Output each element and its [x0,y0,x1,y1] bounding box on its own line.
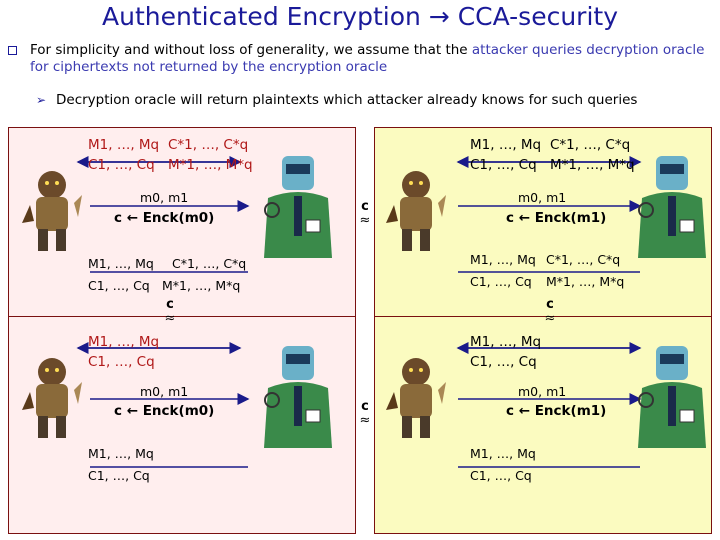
attacker-icon [386,171,446,251]
tr-mstar-list-2: M*1, …, M*q [546,274,625,289]
br-c-list: C1, …, Cq [470,354,537,370]
tl-c-list: C1, …, Cq [88,157,155,173]
page-title: Authenticated Encryption → CCA-security [102,2,618,31]
bullet-1-text: For simplicity and without loss of gener… [30,42,710,76]
bullet-square-icon [8,46,17,55]
tr-cstar-list: C*1, …, C*q [550,137,631,153]
tl-cstar-list: C*1, …, C*q [168,137,249,153]
tr-c-list-2: C1, …, Cq [470,274,532,289]
tl-c-list-2: C1, …, Cq [88,278,150,293]
challenger-icon [638,346,706,448]
tr-mstar-list: M*1, …, M*q [550,157,635,173]
br-c-list-2: C1, …, Cq [470,468,532,483]
tl-mstar-list-2: M*1, …, M*q [162,278,241,293]
challenger-icon [264,346,332,448]
challenger-icon [264,156,332,258]
tr-m-list: M1, …, Mq [470,137,542,153]
tr-c-list: C1, …, Cq [470,157,537,173]
tr-enc: c ← Enck(m1) [506,210,607,226]
bl-c-list-2: C1, …, Cq [88,468,150,483]
br-enc: c ← Enck(m1) [506,403,607,419]
arrow-bullet-icon: ➢ [36,93,47,107]
tl-cstar-list-2: C*1, …, C*q [172,256,247,271]
attacker-icon [22,171,82,251]
tr-cstar-list-2: C*1, …, C*q [546,252,621,267]
tl-mstar-list: M*1, …, M*q [168,157,253,173]
approx-left-vertical: c ≈ [164,297,176,326]
tr-m0m1: m0, m1 [518,190,567,205]
bl-m-list-2: M1, …, Mq [88,446,154,461]
tl-m0m1: m0, m1 [140,190,189,205]
bl-enc: c ← Enck(m0) [114,403,215,419]
approx-bottom-horizontal: c ≈ [359,399,371,428]
challenger-icon [638,156,706,258]
bullet-1-highlight: attacker queries decryption oracle for c… [30,42,705,75]
bullet-2-text: Decryption oracle will return plaintexts… [56,92,638,108]
approx-right-vertical: c ≈ [544,297,556,326]
bl-m0m1: m0, m1 [140,384,189,399]
approx-top-horizontal: c ≈ [359,199,371,228]
br-m-list-2: M1, …, Mq [470,446,536,461]
tl-enc: c ← Enck(m0) [114,210,215,226]
tl-m-list-2: M1, …, Mq [88,256,154,271]
bl-m-list: M1, …, Mq [88,334,160,350]
tr-m-list-2: M1, …, Mq [470,252,536,267]
bl-c-list: C1, …, Cq [88,354,155,370]
bullet-1-lead: For simplicity and without loss of gener… [30,42,472,58]
br-m0m1: m0, m1 [518,384,567,399]
attacker-icon [22,358,82,438]
br-m-list: M1, …, Mq [470,334,542,350]
tl-m-list: M1, …, Mq [88,137,160,153]
attacker-icon [386,358,446,438]
